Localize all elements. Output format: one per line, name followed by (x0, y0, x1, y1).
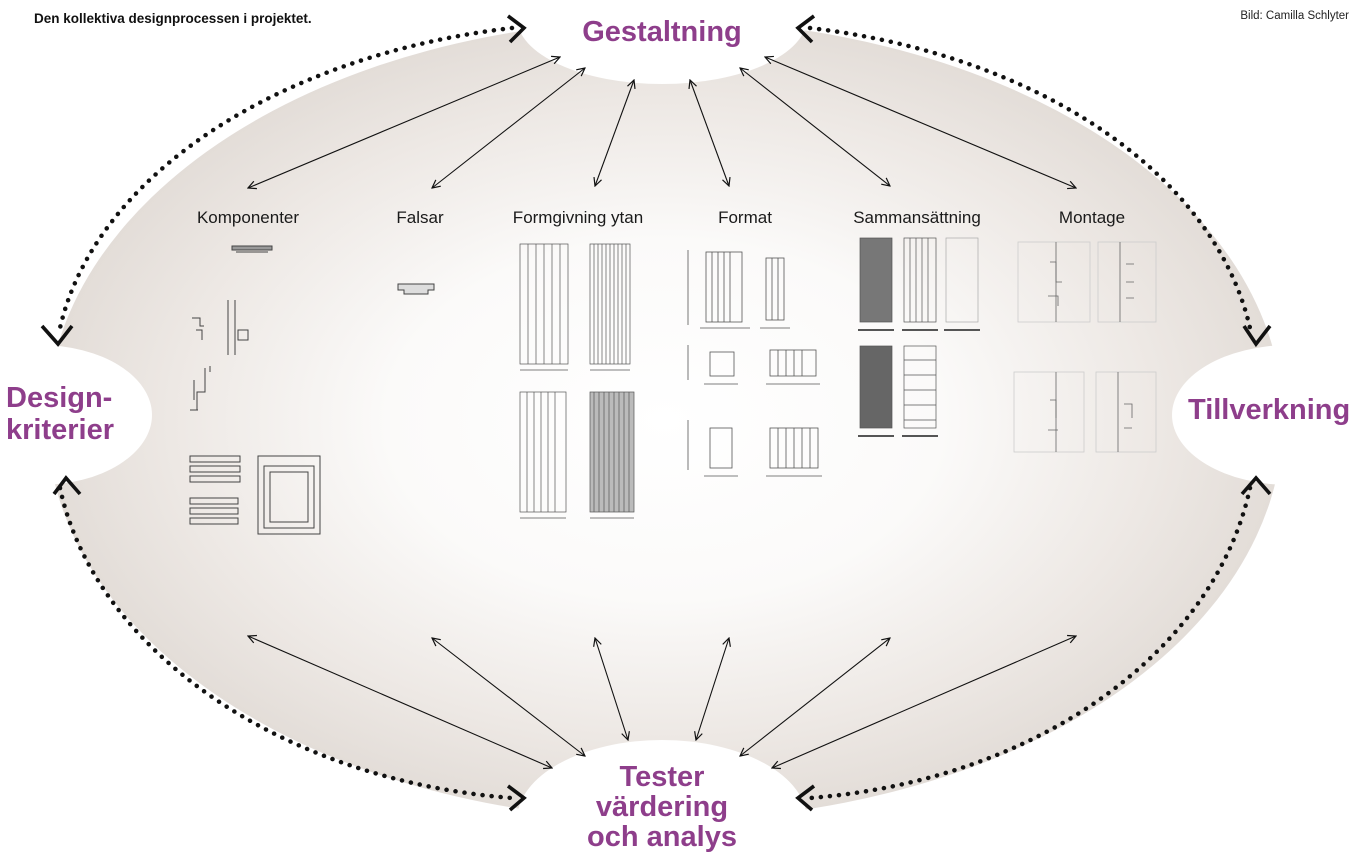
subtopic-sammansattning: Sammansättning (853, 208, 981, 227)
node-gestaltning-label: Gestaltning (582, 16, 742, 48)
connector-bottom-3 (595, 638, 628, 740)
connector-top-4 (690, 80, 729, 186)
connector-top-2 (432, 68, 585, 188)
sketch-falsar (397, 283, 435, 295)
node-tester-line3: och analys (587, 821, 737, 853)
connector-bottom-2 (432, 638, 585, 756)
chevron-top-left-icon (506, 14, 527, 44)
sketch-sammansattning (858, 237, 980, 437)
connectors-top (248, 57, 1076, 188)
connector-top-6 (765, 57, 1076, 188)
node-gestaltning: Gestaltning (562, 16, 762, 48)
cycle-arc-top-right (807, 25, 1253, 331)
subtopic-format: Format (718, 208, 772, 227)
figure-caption: Den kollektiva designprocessen i projekt… (34, 11, 312, 26)
image-credit: Bild: Camilla Schlyter (1240, 10, 1349, 22)
node-designkriterier: Design- kriterier (6, 382, 136, 446)
connector-bottom-6 (772, 636, 1076, 768)
sketch-format (687, 250, 822, 477)
sketch-montage (1013, 241, 1157, 453)
process-field (47, 20, 1283, 820)
chevron-bottom-right-icon (795, 784, 816, 812)
chevron-right-top-icon (1242, 324, 1272, 348)
subtopic-montage: Montage (1058, 208, 1126, 227)
chevron-right-bottom-icon (1240, 475, 1272, 496)
chevron-bottom-left-icon (506, 784, 527, 812)
node-tester-line1: Tester (619, 761, 705, 793)
node-tillverkning: Tillverkning (1188, 394, 1365, 426)
cycle-arc-bottom-right (807, 485, 1253, 801)
subtopic-falsar: Falsar (396, 208, 444, 227)
subtopic-komponenter: Komponenter (196, 208, 300, 227)
cycle-arrowheads (40, 14, 1272, 812)
cycle-arc-bottom-left (57, 485, 515, 801)
chevron-left-bottom-icon (52, 475, 82, 496)
subtopic-formgivning-ytan: Formgivning ytan (512, 208, 644, 227)
connector-top-3 (595, 80, 634, 186)
cycle-arcs (57, 25, 1253, 801)
node-tester: Tester värdering och analys (552, 762, 772, 852)
node-designkriterier-line2: kriterier (6, 414, 115, 446)
node-tester-line2: värdering (595, 791, 729, 823)
node-designkriterier-line1: Design- (6, 382, 113, 414)
connectors-bottom (248, 636, 1076, 768)
connector-bottom-4 (696, 638, 729, 740)
chevron-left-top-icon (40, 324, 74, 347)
node-tillverkning-label: Tillverkning (1188, 394, 1351, 426)
sketch-komponenter (189, 245, 321, 535)
sketch-formgivning (519, 243, 635, 519)
chevron-top-right-icon (795, 14, 816, 44)
cycle-arc-top-left (57, 25, 515, 331)
